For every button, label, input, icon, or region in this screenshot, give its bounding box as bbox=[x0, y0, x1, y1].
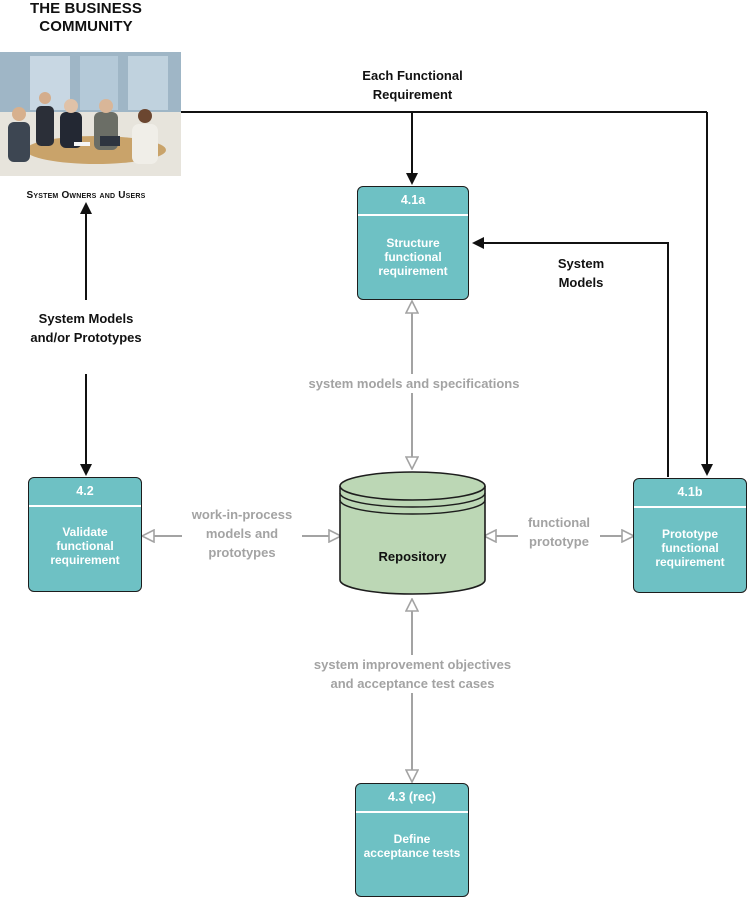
process-define[interactable]: 4.3 (rec) Define acceptance tests bbox=[355, 783, 469, 897]
process-structure-id: 4.1a bbox=[358, 187, 468, 216]
repository-cylinder bbox=[339, 471, 486, 595]
business-community-title: THE BUSINESS COMMUNITY bbox=[29, 0, 143, 35]
process-prototype-name: Prototype functional requirement bbox=[655, 527, 725, 569]
process-structure-name: Structure functional requirement bbox=[378, 236, 448, 278]
flow-each-requirement-to-structure bbox=[181, 111, 707, 185]
business-meeting-photo bbox=[0, 52, 181, 176]
system-owners-users-label: System Owners and Users bbox=[26, 190, 146, 201]
system-models-label: System Models bbox=[557, 256, 605, 290]
process-validate[interactable]: 4.2 Validate functional requirement bbox=[28, 477, 142, 592]
process-prototype[interactable]: 4.1b Prototype functional requirement bbox=[633, 478, 747, 593]
improvement-objectives-label: system improvement objectives and accept… bbox=[305, 655, 520, 693]
flow-system-models-to-structure bbox=[472, 237, 669, 477]
process-structure[interactable]: 4.1a Structure functional requirement bbox=[357, 186, 469, 300]
process-validate-id: 4.2 bbox=[29, 478, 141, 507]
models-specifications-label: system models and specifications bbox=[298, 374, 530, 393]
functional-prototype-label: functional prototype bbox=[518, 513, 600, 551]
repository-label: Repository bbox=[378, 549, 447, 564]
process-define-name: Define acceptance tests bbox=[363, 832, 461, 860]
system-models-prototypes-label: System Models and/or Prototypes bbox=[30, 309, 142, 347]
each-functional-requirement-label: Each Functional Requirement bbox=[362, 68, 463, 102]
wip-models-label: work-in-process models and prototypes bbox=[182, 505, 302, 562]
process-define-id: 4.3 (rec) bbox=[356, 784, 468, 813]
process-prototype-id: 4.1b bbox=[634, 479, 746, 508]
process-validate-name: Validate functional requirement bbox=[50, 525, 120, 567]
